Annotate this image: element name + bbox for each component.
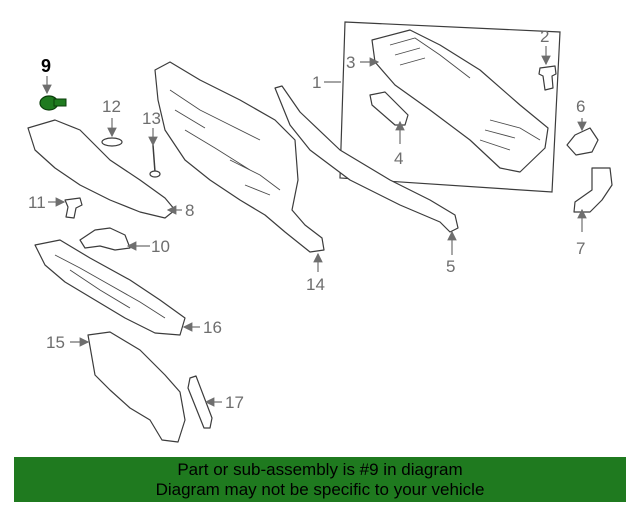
dash-panel-ribs bbox=[169, 89, 281, 196]
part-10-insulator bbox=[79, 227, 131, 251]
callout-10: 10 bbox=[151, 237, 170, 256]
part-12-grommet bbox=[101, 137, 123, 147]
callout-4: 4 bbox=[394, 149, 403, 168]
callout-8: 8 bbox=[185, 201, 194, 220]
callout-6: 6 bbox=[576, 97, 585, 116]
part-9-bolt-highlighted[interactable] bbox=[39, 95, 67, 111]
cowl-assembly-group bbox=[339, 21, 561, 193]
part-4-cowl-seal bbox=[369, 91, 409, 126]
callout-12: 12 bbox=[102, 97, 121, 116]
clip-shape bbox=[538, 65, 557, 91]
callout-11: 11 bbox=[28, 193, 46, 212]
part-7-bracket bbox=[573, 167, 613, 213]
part-info-banner: Part or sub-assembly is #9 in diagram Di… bbox=[14, 457, 626, 502]
callout-15: 15 bbox=[46, 333, 65, 352]
banner-line-part-number: Part or sub-assembly is #9 in diagram bbox=[177, 459, 463, 479]
callout-17: 17 bbox=[225, 393, 244, 412]
part-14-dash-panel bbox=[154, 61, 325, 253]
callout-7: 7 bbox=[576, 239, 585, 258]
part-17-strip bbox=[187, 375, 213, 429]
insulator-16-ribs bbox=[54, 254, 166, 319]
cowl-vent-slats bbox=[389, 37, 541, 151]
part-6-cover bbox=[566, 127, 599, 156]
callout-14: 14 bbox=[306, 275, 325, 294]
callout-5: 5 bbox=[446, 257, 455, 276]
part-3-cowl-top-panel bbox=[371, 29, 549, 173]
part-5-seal-strip bbox=[274, 85, 459, 233]
assembly-outline-box bbox=[339, 21, 561, 193]
part-11-plug bbox=[64, 197, 83, 219]
callout-3: 3 bbox=[346, 53, 355, 72]
callout-1: 1 bbox=[312, 73, 321, 92]
part-13-stud bbox=[149, 144, 161, 178]
banner-line-disclaimer: Diagram may not be specific to your vehi… bbox=[155, 479, 485, 499]
callout-9-highlighted[interactable]: 9 bbox=[41, 56, 51, 76]
part-15-dash-insulator bbox=[87, 331, 186, 443]
callout-13: 13 bbox=[142, 109, 161, 128]
callout-2: 2 bbox=[540, 27, 549, 46]
callout-16: 16 bbox=[203, 318, 222, 337]
exploded-parts-diagram: 1 2 3 4 5 6 7 8 9 10 11 12 13 14 15 16 1… bbox=[27, 21, 613, 443]
leader-lines bbox=[42, 46, 587, 407]
part-2-clip bbox=[538, 65, 557, 91]
